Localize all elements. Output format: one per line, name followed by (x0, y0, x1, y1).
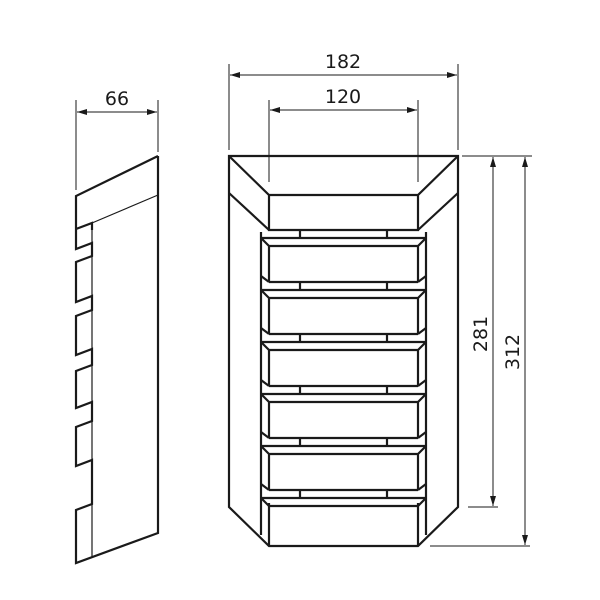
side-outline (74, 155, 160, 565)
dimension-label-inner-width: 120 (325, 86, 361, 108)
louvre-slat (260, 282, 427, 336)
top-chamfer (228, 155, 459, 232)
louvre-slat (260, 438, 427, 492)
dimension-label-total-height: 312 (502, 334, 524, 370)
bottom-slat-sides (267, 503, 420, 546)
side-top-band-line (91, 194, 159, 224)
dimension-label-depth: 66 (105, 88, 129, 110)
dimension-label-inner-height: 281 (470, 316, 492, 352)
louvre-slat (260, 386, 427, 440)
slats (260, 230, 427, 508)
louvre-slat (260, 334, 427, 388)
front-view: 182 120 281 312 (227, 51, 532, 548)
dimension-label-width: 182 (325, 51, 361, 73)
louvre-slat (260, 230, 427, 284)
louvre-slat (260, 490, 427, 508)
side-view: 66 (74, 88, 160, 565)
